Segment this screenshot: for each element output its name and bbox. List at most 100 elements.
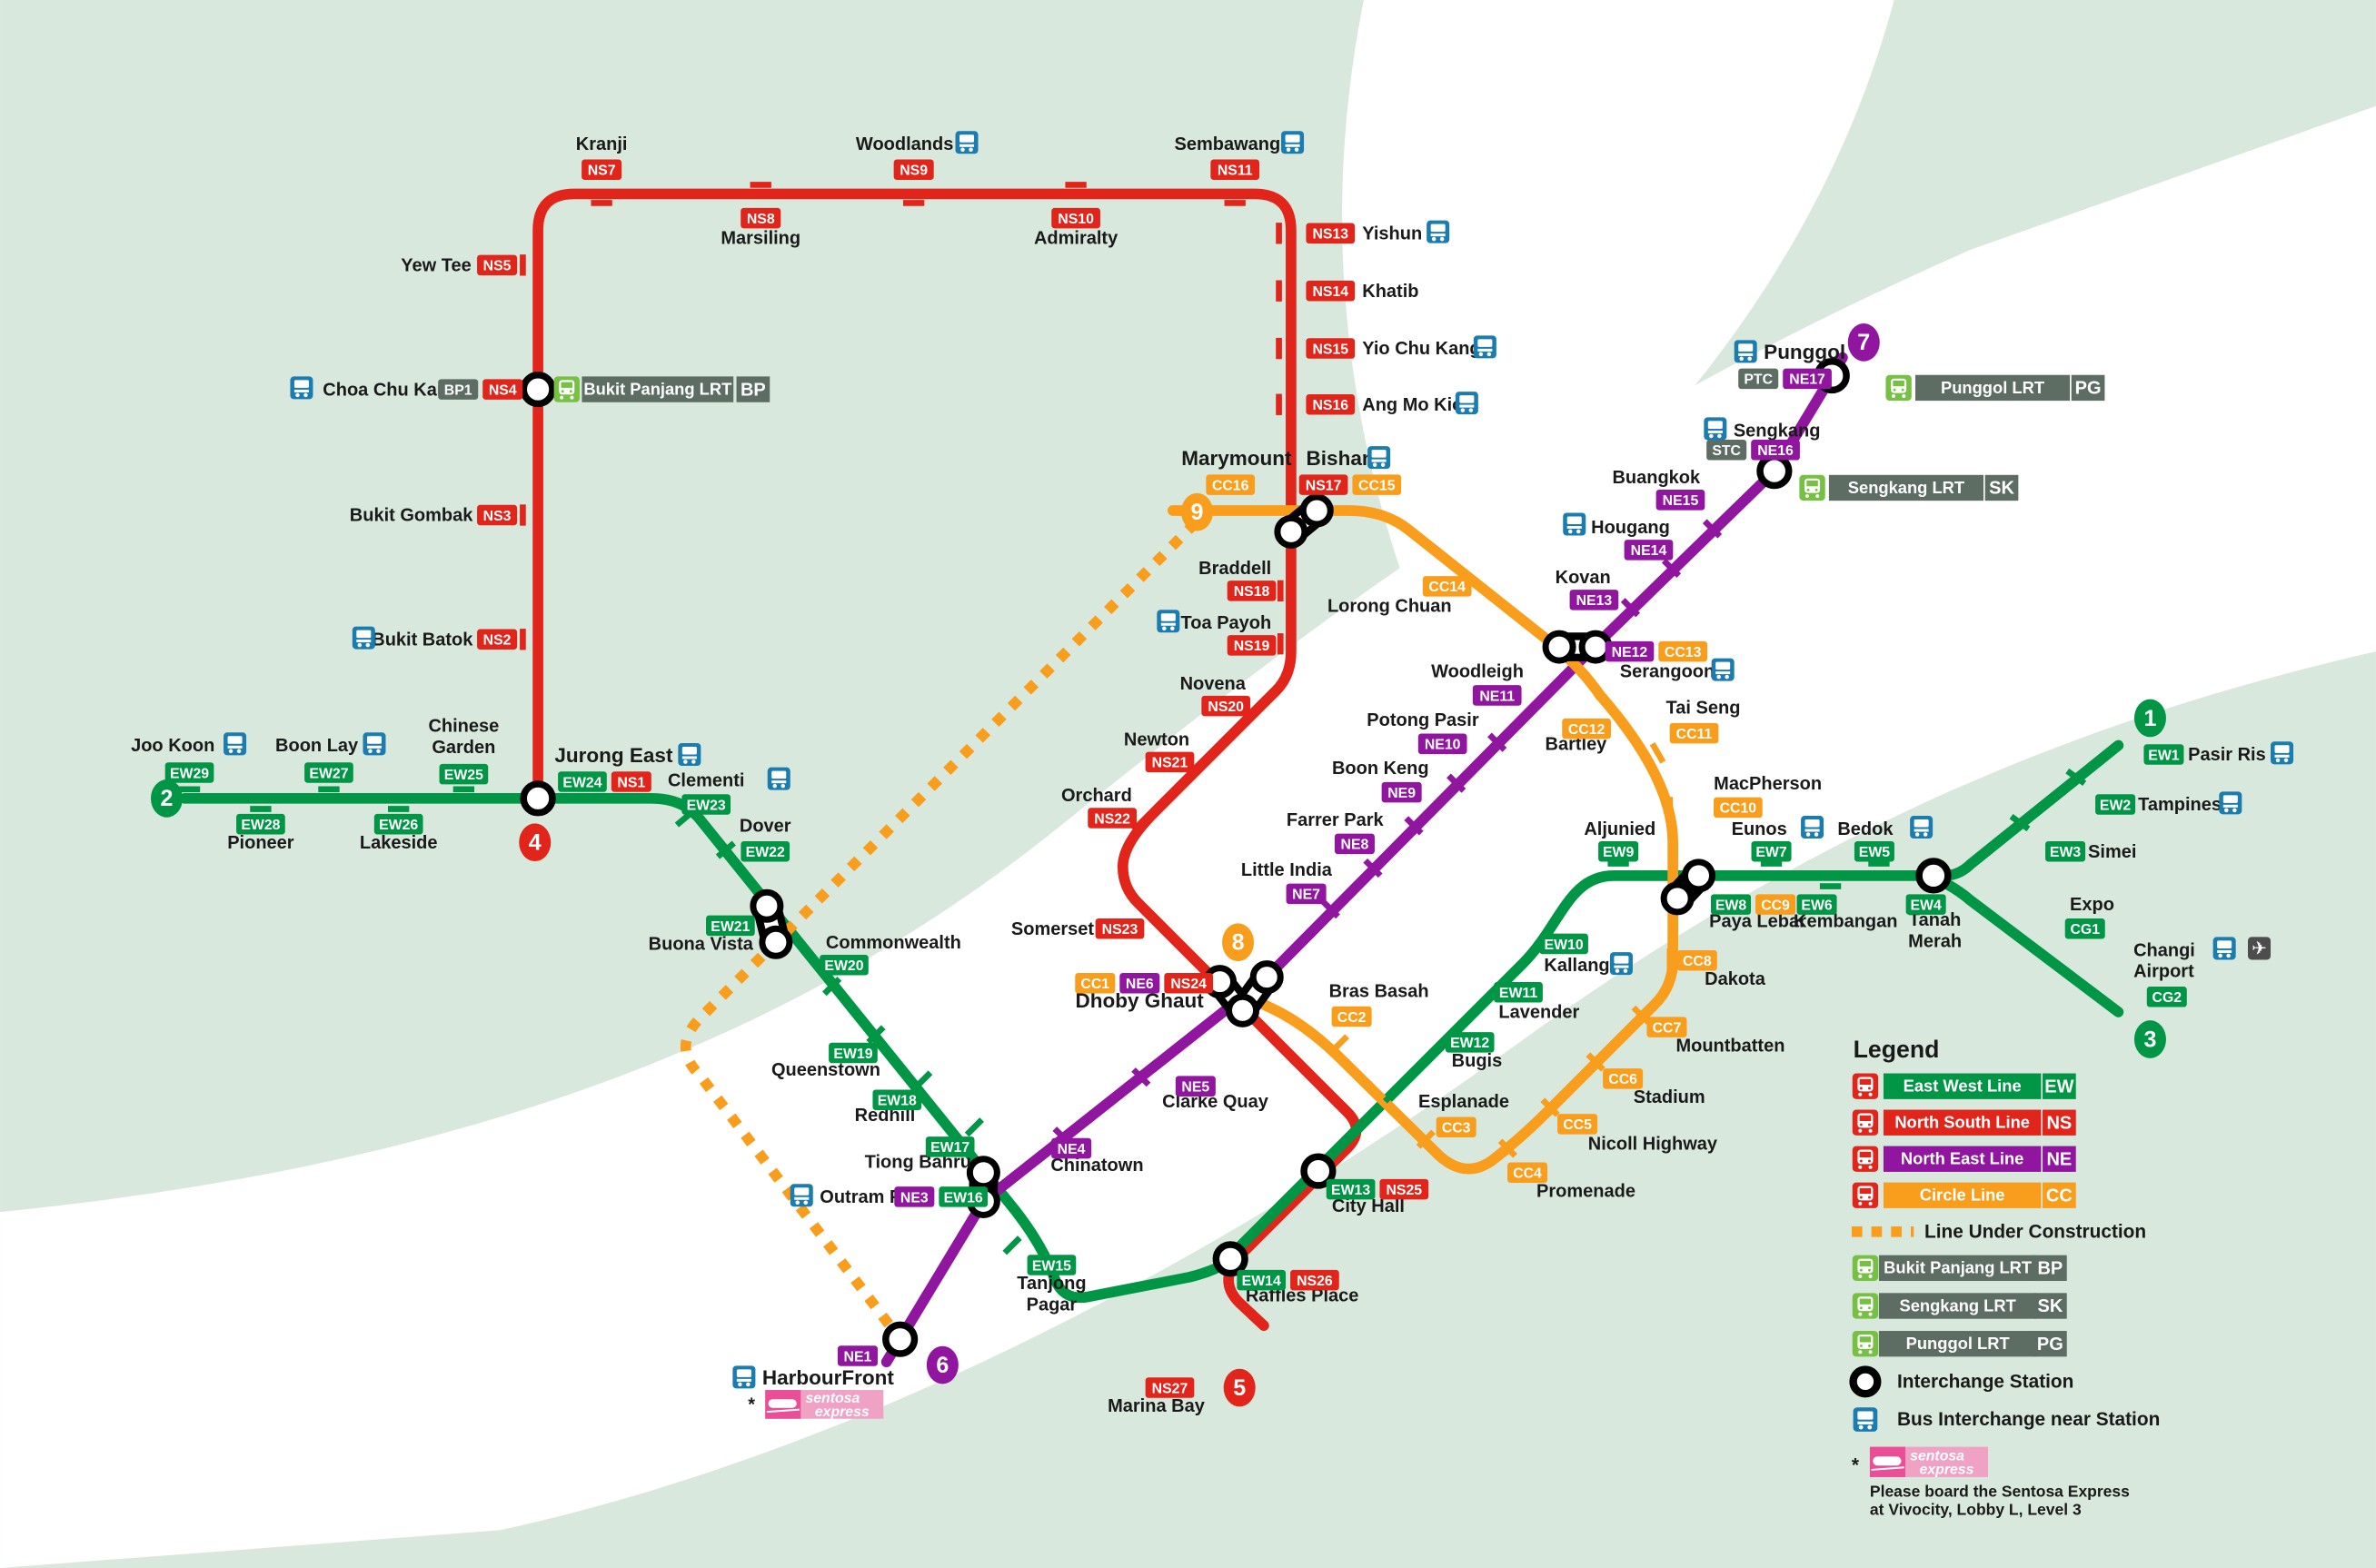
badge-code: NS24 [1170, 977, 1207, 992]
station-label-city-hall: City Hall [1332, 1196, 1405, 1216]
bus-interchange-icon-sengkang [1704, 417, 1727, 441]
station-tick-redhill [913, 1070, 933, 1090]
badge-code: EW22 [746, 845, 785, 860]
badge-bg [1738, 368, 1779, 390]
station-code-badge-punggol-ptc: PTC [1738, 368, 1779, 390]
interchange-circle-1 [520, 780, 556, 817]
terminal-marker-2: 2 [151, 779, 184, 818]
badge-code: NS21 [1152, 756, 1188, 771]
station-code-badge-esplanade-cc3: CC3 [1436, 1116, 1476, 1137]
station-code-badge-marymount-cc16: CC16 [1206, 474, 1256, 495]
station-code-badge-woodlands-ns9: NS9 [893, 159, 934, 181]
asterisk-marker: * [1852, 1454, 1860, 1475]
interchange-circle-5 [882, 1321, 919, 1357]
station-label-little-india: Little India [1241, 860, 1333, 880]
station-code-badge-dover-ew22: EW22 [741, 840, 790, 862]
legend-title: Legend [1854, 1036, 1940, 1063]
train-icon-wheel [1815, 494, 1820, 499]
badge-bg [1298, 474, 1348, 495]
bus-icon-windshield [1715, 661, 1731, 670]
station-code-badge-paya-lebar-ew8: EW8 [1711, 894, 1752, 915]
badge-code: NS25 [1387, 1183, 1423, 1198]
station-tick-buangkok [1702, 519, 1723, 539]
badge-bg [1326, 1178, 1376, 1200]
bus-interchange-icon-yio-chu-kang [1473, 335, 1496, 359]
station-code-badge-dhoby-ghaut-cc1: CC1 [1075, 973, 1116, 994]
station-code-badge-hougang-ne14: NE14 [1624, 540, 1674, 561]
station-code-badge-serangoon-ne12: NE12 [1605, 640, 1655, 662]
interchange-circle-6 [1756, 453, 1793, 490]
sentosa-track [766, 1408, 800, 1414]
badge-code: NS7 [588, 164, 616, 179]
badge-bg [477, 629, 518, 650]
station-code-badge-dakota-cc8: CC8 [1676, 950, 1717, 971]
interchange-circle-0 [520, 371, 556, 408]
station-code-badge-redhill-ew18: EW18 [872, 1089, 922, 1110]
badge-bg [1290, 1269, 1339, 1291]
station-label-sengkang: Sengkang [1734, 421, 1821, 441]
badge-bg [1306, 280, 1356, 302]
bus-icon-body [1371, 459, 1387, 462]
station-label-yio-chu-kang: Yio Chu Kang [1362, 339, 1480, 359]
legend-line-bar [1883, 1182, 2042, 1208]
bus-interchange-icon-sembawang [1281, 131, 1305, 154]
station-code-badge-admiralty-ns10: NS10 [1051, 207, 1100, 229]
badge-bg [1381, 781, 1422, 803]
station-label-kembangan: Kembangan [1794, 912, 1897, 932]
station-label-clementi: Clementi [668, 771, 744, 791]
legend-lrt-tab [2033, 1293, 2067, 1319]
interchange-dumbbell-0 [1274, 493, 1334, 549]
train-icon-window [1859, 1078, 1872, 1085]
station-code-badge-novena-ns20: NS20 [1201, 695, 1251, 717]
station-code-badge-jurong-east-ns1: NS1 [611, 771, 651, 792]
station-code-badge-commonwealth-ew20: EW20 [820, 955, 869, 976]
interchange-dumbbell-2 [1660, 858, 1716, 916]
bus-interchange-icon-pasir-ris [2271, 741, 2294, 765]
train-icon-light [1859, 1196, 1863, 1199]
lrt-train-icon [1852, 1255, 1879, 1281]
station-code-badge-expo-cg1: CG1 [2064, 918, 2105, 939]
bus-icon-windshield [1914, 819, 1929, 828]
legend-line-label: Circle Line [1920, 1186, 2005, 1205]
badge-code: EW11 [1499, 986, 1537, 1001]
bus-icon-wheel [1460, 408, 1466, 412]
legend-lrt-label: Punggol LRT [1906, 1334, 2010, 1353]
bus-icon-wheel [1486, 352, 1492, 357]
badge-bg [1422, 576, 1472, 597]
interchange-circle [759, 925, 793, 959]
station-tick-stadium [1586, 1052, 1606, 1072]
bus-icon-wheel [1478, 352, 1484, 357]
station-code-badge-boon-lay-ew27: EW27 [304, 762, 353, 783]
bus-icon-wheel [1294, 147, 1299, 153]
bus-icon-windshield [1160, 613, 1176, 621]
train-icon-wheel [1858, 1165, 1863, 1169]
terminal-ellipse [151, 779, 184, 818]
station-tick-mountbatten [1631, 1005, 1651, 1025]
terminal-marker-6: 6 [926, 1345, 959, 1384]
station-tick-simei [2009, 813, 2031, 832]
station-tick-dover [715, 840, 736, 859]
station-code-badge-changi-airport-cg2: CG2 [2146, 987, 2187, 1007]
station-code-badge-khatib-ns14: NS14 [1306, 280, 1356, 302]
legend-lrt-bar [1878, 1331, 2037, 1357]
badge-bg [1539, 933, 1588, 955]
station-code-badge-clementi-ew23: EW23 [681, 794, 731, 815]
bus-icon-windshield [959, 134, 975, 143]
badge-code: EW21 [711, 919, 750, 935]
station-code-badge-farrer-park-ne8: NE8 [1334, 833, 1375, 855]
